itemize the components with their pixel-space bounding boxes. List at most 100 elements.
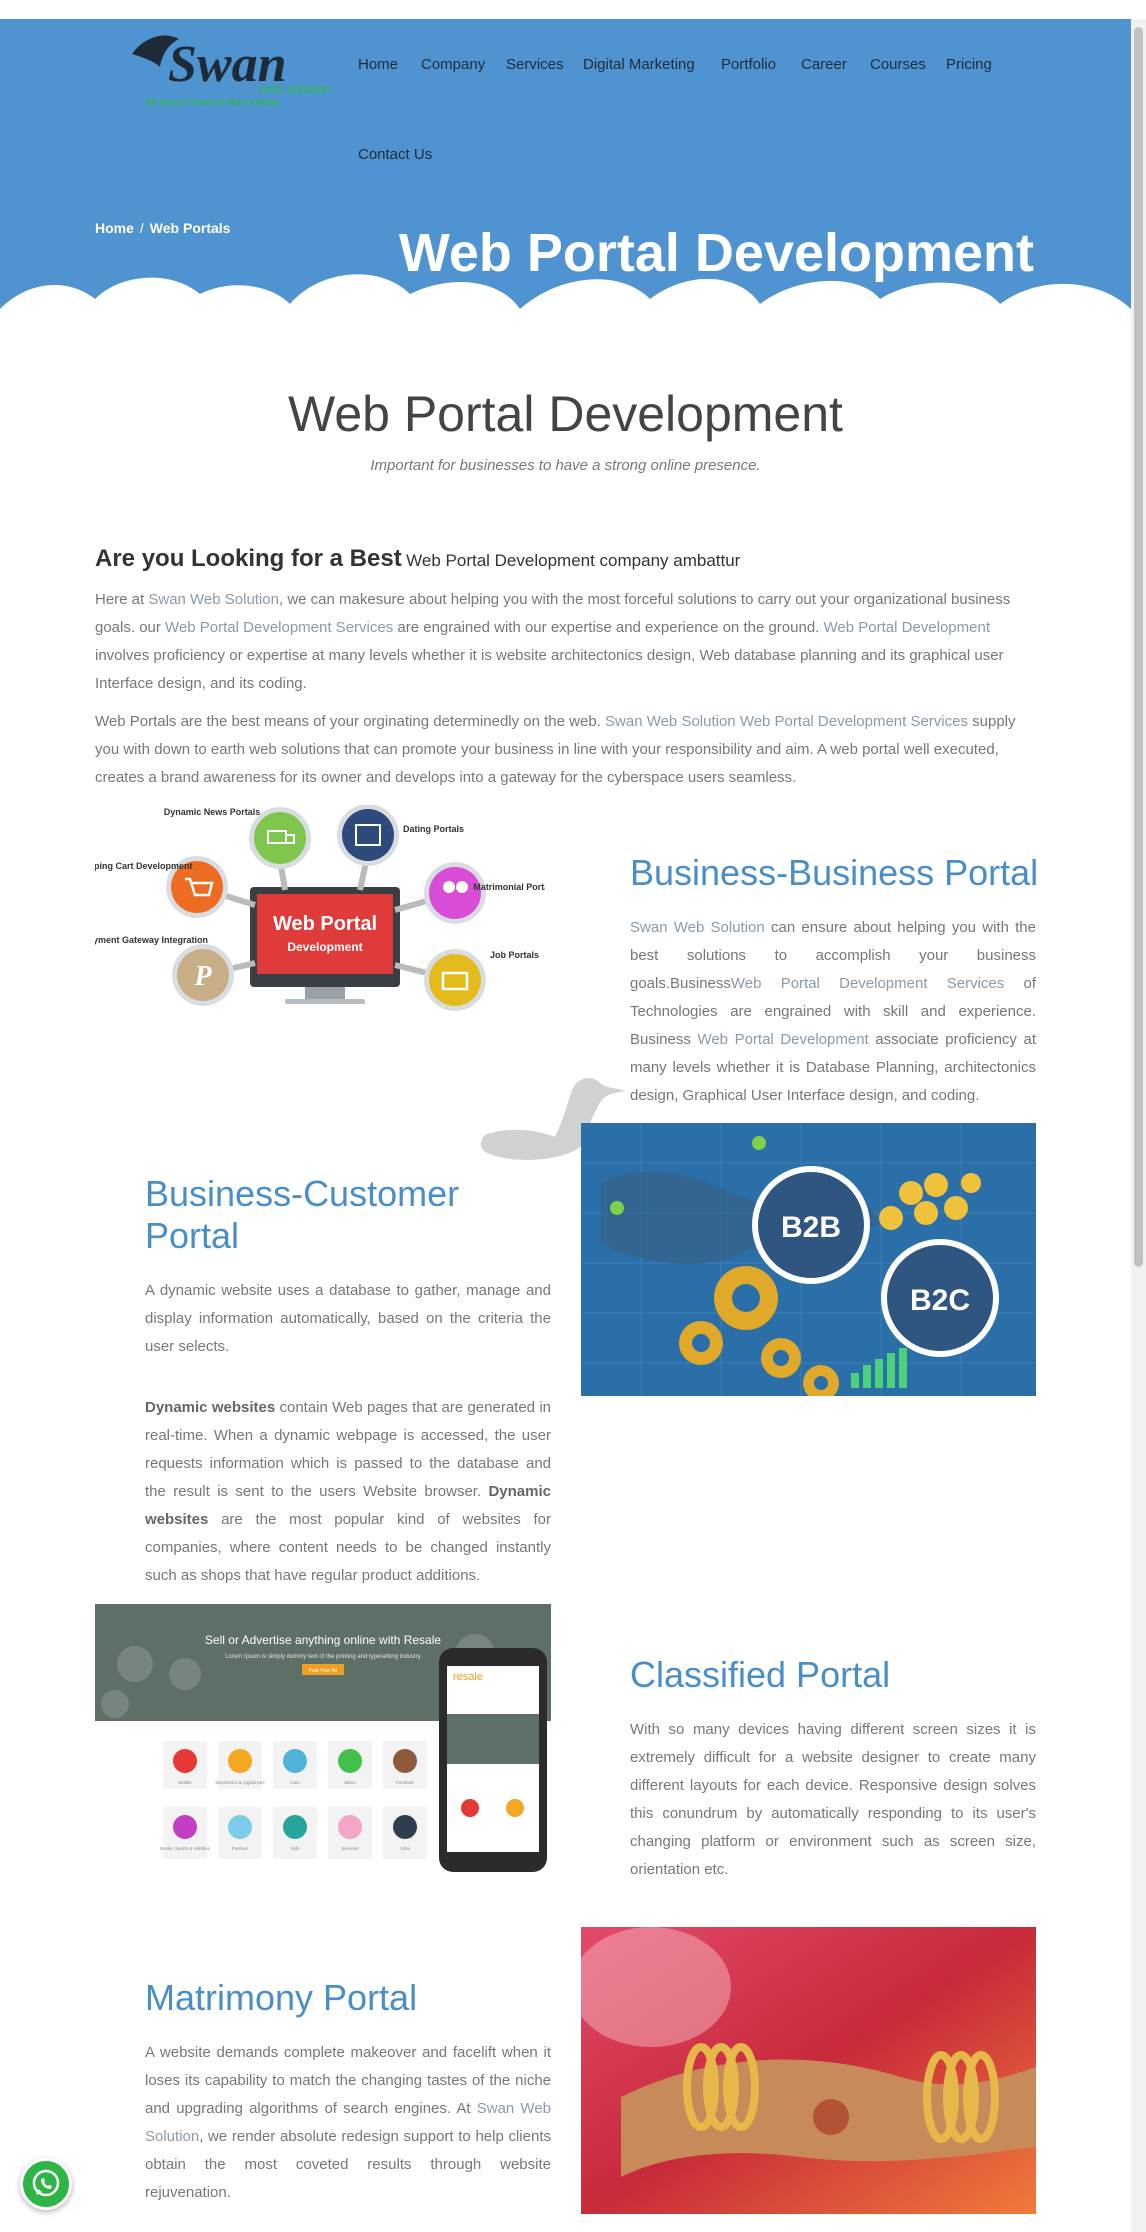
monitor-screen bbox=[257, 894, 393, 974]
nav-services[interactable]: Services bbox=[506, 56, 564, 73]
swan-wing-icon bbox=[132, 35, 179, 67]
intro-paragraph-1: Here at Swan Web Solution, we can makesu… bbox=[95, 586, 1037, 698]
cart-icon bbox=[171, 861, 223, 913]
b2b-body: Swan Web Solution can ensure about helpi… bbox=[630, 914, 1036, 1126]
hero-banner bbox=[0, 19, 1131, 349]
resale-icon-label: Jobs bbox=[400, 1846, 410, 1851]
web-portal-diagram-image: Web Portal Development P Dynamic News Po… bbox=[95, 805, 545, 1011]
label-news: Dynamic News Portals bbox=[164, 807, 261, 817]
matrimony-image bbox=[581, 1927, 1036, 2214]
nav-home[interactable]: Home bbox=[358, 56, 399, 73]
text: Web Portals are the best means of your o… bbox=[95, 713, 606, 730]
resale-icon-label: Services bbox=[341, 1846, 359, 1851]
main-nav: Home Company Services Digital Marketing … bbox=[358, 54, 998, 194]
phone-logo: resale bbox=[453, 1671, 483, 1683]
paypal-icon bbox=[177, 949, 229, 1001]
looking-heading-small: Web Portal Development company ambattur bbox=[406, 551, 741, 570]
nav-portfolio[interactable]: Portfolio bbox=[721, 56, 777, 73]
breadcrumb-separator: / bbox=[139, 220, 144, 236]
label-matrimonial: Matrimonial Portals bbox=[473, 882, 545, 892]
hero-title: Web Portal Development bbox=[398, 223, 1034, 283]
intro-paragraph-2: Web Portals are the best means of your o… bbox=[95, 708, 1037, 792]
logo-slogan: We Keep it Simple to Make it Better bbox=[146, 98, 280, 107]
text: of Technologies are engrained with skill… bbox=[630, 975, 1036, 1048]
page-subtitle: Important for businesses to have a stron… bbox=[370, 457, 761, 474]
text: involves proficiency or expertise at man… bbox=[95, 647, 1004, 692]
scrollbar-thumb[interactable] bbox=[1134, 27, 1143, 1267]
page-title: Web Portal Development bbox=[288, 386, 843, 442]
whatsapp-button[interactable] bbox=[20, 2158, 72, 2210]
resale-icon-label: Electronics & Appliances bbox=[215, 1780, 265, 1785]
phone-mockup: resale bbox=[439, 1648, 547, 1872]
text: Here at bbox=[95, 591, 149, 608]
svg-text:P: P bbox=[193, 961, 212, 992]
diagram-center-sub: Development bbox=[287, 940, 362, 954]
b2b-label: B2B bbox=[781, 1211, 841, 1244]
resale-icon-label: Books, Sports & Hobbies bbox=[160, 1846, 211, 1851]
label-job: Job Portals bbox=[490, 950, 539, 960]
classified-body: With so many devices having different sc… bbox=[630, 1721, 1036, 1878]
swan-logo[interactable]: Swan web solution We Keep it Simple to M… bbox=[124, 19, 354, 109]
b2c-paragraph-1: A dynamic website uses a database to gat… bbox=[145, 1282, 551, 1355]
resale-classified-image: Sell or Advertise anything online with R… bbox=[95, 1604, 551, 1874]
text: are the most popular kind of websites fo… bbox=[145, 1511, 551, 1584]
top-strip bbox=[0, 0, 1146, 19]
calendar-icon bbox=[342, 809, 394, 861]
nav-courses[interactable]: Courses bbox=[870, 56, 926, 73]
resale-icon-label: Furniture bbox=[396, 1780, 415, 1785]
link-portal-services-b2b[interactable]: Web Portal Development Services bbox=[730, 975, 1005, 992]
couple-icon bbox=[429, 867, 481, 919]
link-swan-web-solution-b2b[interactable]: Swan Web Solution bbox=[630, 919, 765, 936]
resale-icon-label: Fashion bbox=[232, 1846, 249, 1851]
logo-tagline: web solution bbox=[258, 81, 331, 96]
label-dating: Dating Portals bbox=[403, 824, 464, 834]
nav-pricing[interactable]: Pricing bbox=[946, 56, 992, 73]
resale-icon-label: Kids bbox=[291, 1846, 301, 1851]
nav-career[interactable]: Career bbox=[801, 56, 847, 73]
b2c-paragraph-2: Dynamic websites contain Web pages that … bbox=[145, 1394, 551, 1606]
breadcrumb-home[interactable]: Home bbox=[95, 220, 134, 236]
classified-title: Classified Portal bbox=[630, 1654, 891, 1695]
text: are engrained with our expertise and exp… bbox=[393, 619, 824, 636]
resale-banner: Sell or Advertise anything online with R… bbox=[205, 1633, 441, 1647]
nav-digital-marketing[interactable]: Digital Marketing bbox=[583, 56, 695, 73]
logo-brand: Swan bbox=[168, 36, 287, 93]
text: associate proficiency at many levels whe… bbox=[630, 1031, 1036, 1104]
breadcrumb-current: Web Portals bbox=[149, 220, 231, 236]
diagram-center-title: Web Portal bbox=[273, 913, 377, 935]
link-swan-web-solution-matrimony[interactable]: Swan Web Solution bbox=[145, 2100, 551, 2145]
swan-watermark-icon bbox=[480, 1078, 625, 1160]
page-scrollbar[interactable] bbox=[1131, 19, 1146, 2232]
gear-icon bbox=[679, 1266, 839, 1396]
text: contain Web pages that are generated in … bbox=[145, 1399, 551, 1500]
coin-icon bbox=[879, 1173, 981, 1230]
b2b-b2c-image: B2B B2C bbox=[581, 1123, 1036, 1396]
text: supply you with down to earth web soluti… bbox=[95, 713, 1016, 786]
bold-text: Dynamic websites bbox=[145, 1483, 551, 1528]
b2b-title: Business-Business Portal bbox=[630, 852, 1039, 893]
link-swan-portal-services[interactable]: Swan Web Solution Web Portal Development… bbox=[605, 713, 968, 730]
link-swan-web-solution[interactable]: Swan Web Solution bbox=[148, 591, 279, 608]
link-web-portal-services[interactable]: Web Portal Development Services bbox=[165, 619, 394, 636]
b2c-title: Business-Customer Portal bbox=[145, 1173, 460, 1256]
nav-company[interactable]: Company bbox=[421, 56, 486, 73]
label-shopping: Shopping Cart Development bbox=[95, 861, 193, 871]
b2c-label: B2C bbox=[910, 1284, 970, 1317]
bold-text: Dynamic websites bbox=[145, 1399, 276, 1416]
breadcrumb: Home / Web Portals bbox=[95, 220, 230, 236]
looking-heading-big: Are you Looking for a Best bbox=[95, 545, 402, 572]
matrimony-body: A website demands complete makeover and … bbox=[145, 2039, 551, 2207]
resale-icon-label: Bikes bbox=[344, 1780, 356, 1785]
nav-contact-us[interactable]: Contact Us bbox=[358, 146, 433, 163]
label-payment: Payment Gateway Integration bbox=[95, 935, 208, 945]
looking-heading: Are you Looking for a Best Web Portal De… bbox=[95, 545, 740, 573]
link-portal-development-b2b[interactable]: Web Portal Development bbox=[697, 1031, 869, 1048]
text: can ensure about helping you with the be… bbox=[630, 919, 1036, 992]
text: A website demands complete makeover and … bbox=[145, 2044, 551, 2117]
briefcase-icon bbox=[429, 954, 481, 1006]
cloud-border bbox=[0, 274, 1131, 349]
link-web-portal-development[interactable]: Web Portal Development bbox=[823, 619, 990, 636]
text: , we render absolute redesign support to… bbox=[145, 2128, 551, 2201]
text: , we can makesure about helping you with… bbox=[95, 591, 1011, 636]
resale-icon-label: Mobile bbox=[178, 1780, 192, 1785]
